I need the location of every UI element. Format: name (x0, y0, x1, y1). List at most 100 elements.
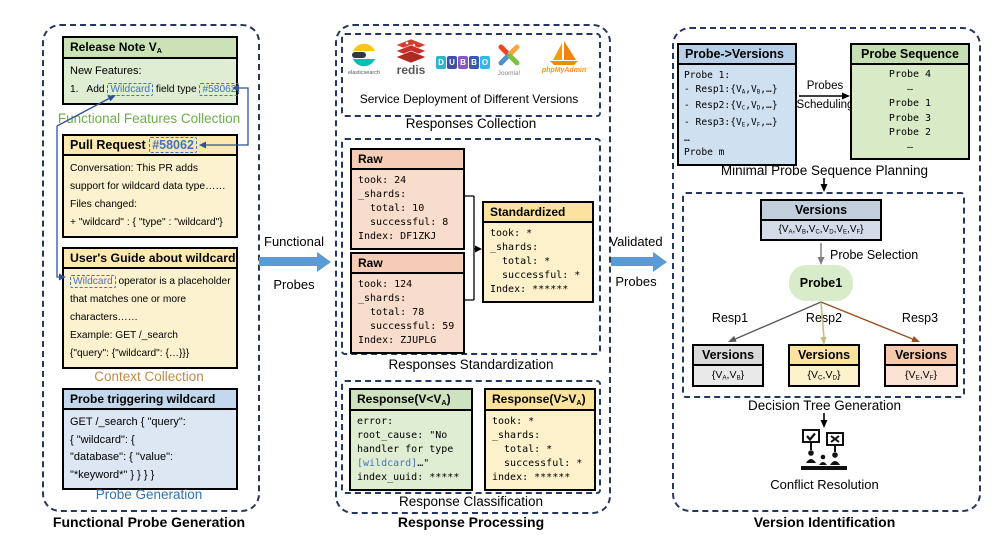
probe-line: GET /_search { "query": (70, 416, 186, 428)
classification-box (341, 380, 601, 494)
code-line: total: * (490, 256, 551, 267)
versions-all-body: {VA,VB,VC,VD,VE,VF} (762, 221, 880, 239)
functional-features-collection-label: Functional Features Collection (57, 111, 241, 126)
raw-response-box-1: Raw took: 24 _shards: total: 10 successf… (350, 148, 465, 250)
versions-resp3-body: {VE,VF} (886, 366, 956, 385)
joomla-label: Joomla! (497, 70, 521, 77)
functional-probes-arrow (259, 257, 317, 266)
sequence-line: – (906, 141, 914, 153)
probe-generation-label: Probe Generation (95, 487, 203, 502)
sequence-line: Probe 2 (888, 127, 932, 138)
response-gt-title: Response(V>VA) (486, 390, 594, 411)
code-line: took: * (492, 415, 535, 427)
code-line-wildcard: [wildcard]…" (357, 457, 465, 471)
probe-line: "database": { "value": (70, 451, 174, 463)
versions-resp2-title: Versions (790, 346, 858, 366)
probes-scheduling-label-top: Probes (806, 80, 844, 92)
probe-versions-box: Probe->Versions Probe 1: - Resp1:{VA,VB,… (677, 43, 797, 167)
responses-collection-label: Responses Collection (405, 116, 537, 131)
code-line: successful: * (490, 270, 581, 281)
code-line: _shards: (358, 293, 407, 304)
decision-tree-generation-label: Decision Tree Generation (747, 398, 902, 413)
pull-request-box: Pull Request #58062 Conversation: This P… (62, 134, 238, 238)
sequence-line: Probe 4 (888, 69, 932, 80)
pr-line: Files changed: (70, 199, 137, 210)
code-line: took: 24 (358, 175, 407, 186)
pr-line: + "wildcard" : { "type" : "wildcard"} (70, 217, 223, 228)
versions-resp1-body: {VA,VB} (694, 366, 762, 385)
standardized-title: Standardized (484, 203, 592, 223)
code-line: index_uuid: ***** (357, 471, 460, 483)
pull-request-title: Pull Request #58062 (64, 136, 236, 156)
wildcard-highlight: Wildcard (107, 82, 154, 96)
release-note-title: Release Note VA (64, 38, 236, 59)
conflict-resolution-label: Conflict Resolution (770, 477, 879, 492)
resp1-label: Resp1 (711, 311, 749, 325)
probes-scheduling-label-bottom: Scheduling (796, 99, 854, 111)
code-line: successful: * (492, 457, 583, 469)
code-line: _shards: (490, 242, 539, 253)
code-line: Probe m (684, 147, 725, 159)
code-line: successful: 59 (358, 321, 455, 332)
code-line: Index: ****** (490, 284, 569, 295)
raw-response-box-2: Raw took: 124 _shards: total: 78 success… (350, 252, 465, 354)
redis-label: redis (396, 63, 426, 77)
pr-number-highlight: #58062 (149, 137, 197, 153)
code-line: - Resp1:{VA,VB,…} (684, 84, 778, 96)
responses-standardization-label: Responses Standardization (388, 357, 554, 372)
dubbo-letter: O (480, 56, 490, 69)
release-note-line2-text: 1. Add (70, 83, 108, 95)
versions-resp1-box: Versions {VA,VB} (692, 344, 764, 387)
guide-line: {"query": {"wildcard": {…}}} (70, 348, 190, 359)
code-line: _shards: (358, 189, 407, 200)
release-note-line2-text2: field type (153, 83, 200, 95)
response-lt-title: Response(V<VA) (351, 390, 471, 411)
raw1-title: Raw (352, 150, 463, 170)
probe-selection-label: Probe Selection (830, 248, 919, 262)
release-note-line2: 1. Add Wildcard field type #58062 (70, 80, 240, 99)
sequence-line: – (906, 83, 914, 95)
code-line: _shards: (492, 429, 541, 441)
versions-resp1-title: Versions (694, 346, 762, 366)
code-line: - Resp2:{VC,VD,…} (684, 100, 778, 112)
code-line: handler for type (357, 443, 454, 455)
section-label-version-identification: Version Identification (753, 514, 896, 530)
probe-line: "*keyword*" } } } } (70, 468, 155, 481)
code-line: took: * (490, 228, 533, 239)
wildcard-term: [wildcard] (357, 457, 418, 469)
arrow1-label-bottom: Probes (273, 277, 315, 292)
users-guide-box: User's Guide about wildcard Wildcard ope… (62, 247, 238, 369)
wildcard-term-post: …" (417, 457, 430, 469)
section-label-functional-probe-generation: Functional Probe Generation (52, 514, 246, 530)
arrow1-label-top: Functional (264, 234, 324, 249)
response-classification-label: Response Classification (398, 494, 544, 509)
functional-probes-arrowhead (317, 251, 331, 272)
probe1-node: Probe1 (789, 265, 853, 301)
probe-versions-title: Probe->Versions (679, 45, 795, 65)
sequence-line: Probe 1 (888, 98, 932, 109)
code-line: error: (357, 415, 394, 427)
probe-triggering-box: Probe triggering wildcard GET /_search {… (62, 388, 238, 490)
response-processing-panel (335, 24, 611, 514)
issue-number-highlight: #58062 (199, 82, 240, 96)
versions-resp2-body: {VC,VD} (790, 366, 858, 385)
elasticsearch-label: elasticsearch (347, 70, 381, 76)
arrow2-label-bottom: Probes (615, 274, 657, 289)
dubbo-letter: U (447, 56, 457, 69)
raw2-title: Raw (352, 254, 463, 274)
code-line: took: 124 (358, 279, 413, 290)
code-line: … (684, 133, 690, 145)
code-line: - Resp3:{VE,VF,…} (684, 116, 778, 129)
resp2-label: Resp2 (805, 311, 843, 325)
code-line: Probe 1: (684, 70, 731, 81)
pr-line: Conversation: This PR adds (70, 163, 199, 174)
validated-probes-arrow (611, 257, 653, 266)
dubbo-letter: B (458, 56, 468, 69)
versions-resp3-title: Versions (886, 346, 956, 366)
release-note-line1: New Features: (70, 64, 142, 77)
versions-all-title: Versions (762, 201, 880, 221)
response-gt-box: Response(V>VA) took: * _shards: total: *… (484, 388, 596, 491)
sequence-line: Probe 3 (888, 112, 932, 124)
service-deployment-box (341, 33, 601, 117)
